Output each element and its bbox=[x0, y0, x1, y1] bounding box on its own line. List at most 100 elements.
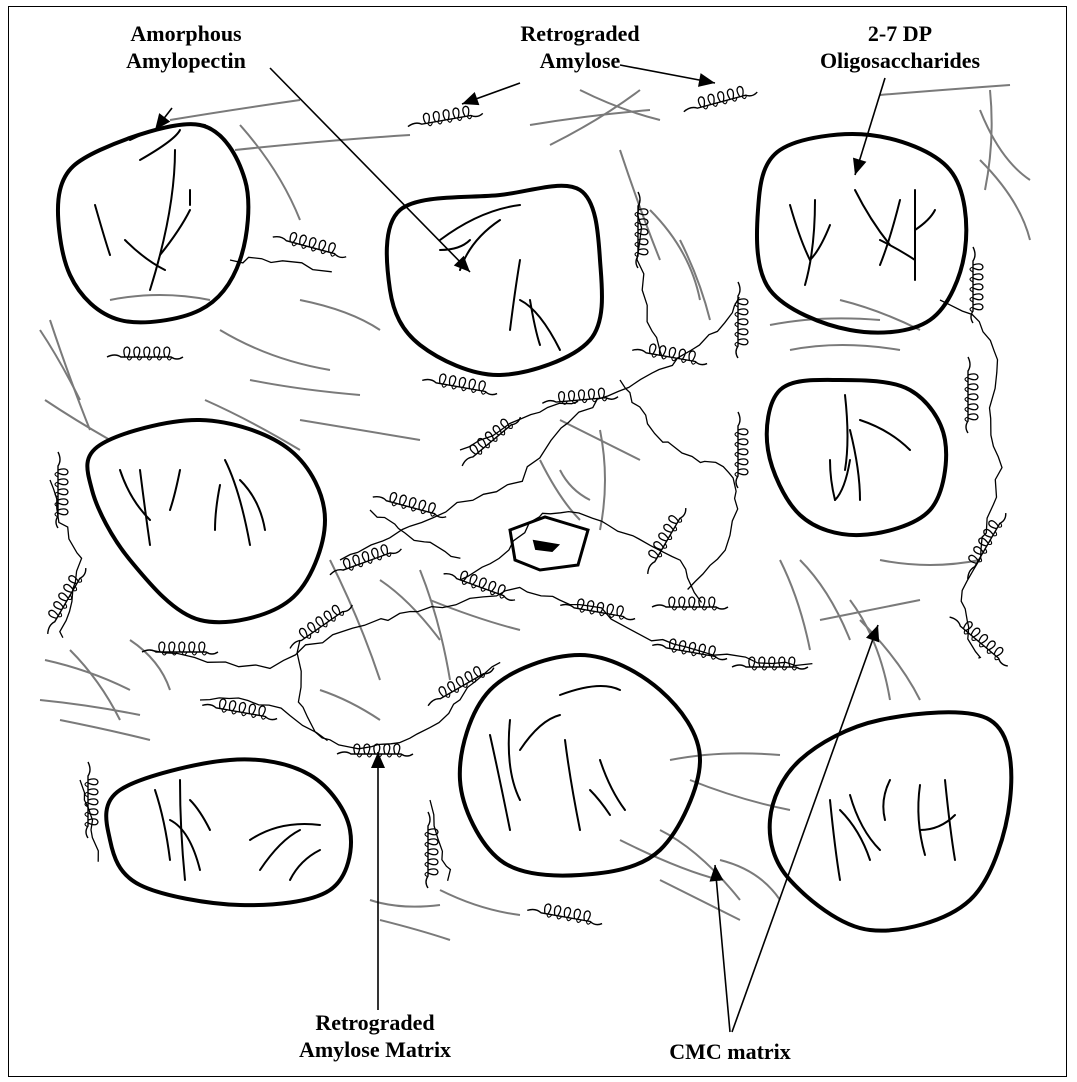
helix-loop bbox=[669, 597, 675, 607]
amylose-helix bbox=[681, 82, 758, 114]
helix-loop bbox=[159, 642, 165, 652]
helix-loop bbox=[606, 604, 614, 615]
amylopectin-branch bbox=[530, 300, 540, 345]
helix-loop bbox=[58, 509, 68, 515]
amylopectin-branch bbox=[850, 795, 880, 850]
amylose-helix bbox=[327, 539, 403, 577]
helix-loop bbox=[443, 109, 451, 120]
helix-loop bbox=[389, 492, 397, 503]
amylopectin-branch bbox=[883, 780, 890, 820]
cmc-strand bbox=[60, 720, 150, 740]
amylopectin-granules bbox=[58, 124, 1011, 931]
helix-loop bbox=[88, 779, 98, 785]
helix-loop bbox=[394, 744, 400, 754]
granule-outline bbox=[770, 712, 1012, 930]
amylose-helix bbox=[107, 347, 183, 360]
amylopectin-branch bbox=[600, 760, 625, 810]
amylopectin-branch bbox=[170, 470, 180, 510]
helix-loop bbox=[459, 377, 467, 388]
arrow-head bbox=[462, 92, 479, 105]
cmc-strand bbox=[670, 753, 780, 760]
amylopectin-branch bbox=[95, 205, 110, 255]
amylopectin-granule bbox=[87, 420, 325, 622]
helix-loop bbox=[659, 345, 667, 356]
helix-loop bbox=[738, 459, 748, 465]
cmc-strand bbox=[880, 560, 980, 565]
amylopectin-branch bbox=[805, 200, 815, 285]
arrow-line bbox=[715, 865, 730, 1032]
cmc-strand bbox=[50, 320, 90, 430]
helix-loop bbox=[134, 347, 140, 357]
callout-arrow bbox=[710, 865, 731, 1032]
amylose-helix bbox=[406, 104, 483, 130]
cmc-strand bbox=[380, 580, 440, 640]
amylose-helix bbox=[652, 597, 728, 610]
helix-loop bbox=[738, 439, 748, 445]
helix-loop bbox=[717, 91, 725, 102]
helix-backbone bbox=[46, 567, 87, 635]
label-retrograded-amylose-matrix: Retrograded Amylose Matrix bbox=[280, 1009, 470, 1063]
amylopectin-branch bbox=[830, 800, 840, 880]
cmc-strand bbox=[430, 600, 520, 630]
helix-loop bbox=[88, 789, 98, 795]
helix-loop bbox=[239, 702, 247, 713]
amylopectin-branch bbox=[130, 124, 205, 140]
helix-loop bbox=[258, 705, 266, 716]
helix-loop bbox=[638, 249, 648, 255]
amylose-helix bbox=[456, 409, 523, 468]
helix-loop bbox=[679, 597, 685, 607]
helix-loop bbox=[468, 379, 476, 390]
amylopectin-branch bbox=[155, 790, 170, 860]
granule-outline bbox=[387, 186, 602, 375]
amylopectin-granule bbox=[58, 124, 248, 322]
label-line: CMC matrix bbox=[650, 1038, 810, 1065]
small-granule-core bbox=[534, 541, 558, 551]
amylopectin-branch bbox=[840, 810, 870, 860]
callout-arrow bbox=[853, 78, 885, 175]
helix-backbone bbox=[646, 507, 687, 575]
cmc-strand bbox=[40, 700, 140, 715]
helix-loop bbox=[968, 374, 978, 380]
amylopectin-granule bbox=[387, 186, 602, 375]
helix-loop bbox=[973, 284, 983, 290]
label-line: Amylose bbox=[500, 47, 660, 74]
amylopectin-branch bbox=[215, 485, 220, 530]
helix-loop bbox=[736, 86, 744, 97]
helix-loop bbox=[497, 584, 506, 595]
amylopectin-branch bbox=[520, 715, 560, 750]
amylose-helix bbox=[425, 812, 438, 888]
amylopectin-branch bbox=[845, 395, 848, 470]
callout-arrows bbox=[155, 65, 885, 1032]
cmc-strand bbox=[235, 135, 410, 150]
helix-loop bbox=[689, 597, 695, 607]
callout-arrow bbox=[371, 752, 385, 1010]
helix-loop bbox=[727, 88, 735, 99]
helix-loop bbox=[749, 657, 755, 667]
cmc-strand bbox=[985, 90, 992, 190]
amylose-helix bbox=[965, 357, 978, 433]
helix-loop bbox=[578, 390, 585, 400]
helix-loop bbox=[478, 577, 487, 588]
cmc-strand bbox=[250, 380, 360, 395]
helix-loop bbox=[399, 494, 407, 505]
callout-arrow bbox=[462, 83, 520, 105]
helix-backbone bbox=[461, 416, 522, 468]
retrograded-amylose-helices bbox=[39, 82, 1014, 926]
helix-loop bbox=[738, 319, 748, 325]
cmc-strand bbox=[780, 560, 810, 650]
amylopectin-branch bbox=[565, 740, 580, 830]
helix-loop bbox=[164, 347, 170, 357]
helix-loop bbox=[709, 597, 715, 607]
amylose-helix bbox=[632, 341, 709, 367]
cmc-strand bbox=[300, 420, 420, 440]
amylose-helix bbox=[337, 744, 413, 757]
amylopectin-branch bbox=[260, 830, 300, 870]
helix-loop bbox=[669, 347, 677, 358]
helix-loop bbox=[698, 96, 706, 107]
helix-loop bbox=[179, 642, 185, 652]
helix-loop bbox=[973, 304, 983, 310]
helix-loop bbox=[738, 339, 748, 345]
helix-loop bbox=[299, 234, 307, 245]
helix-loop bbox=[439, 373, 447, 384]
cmc-strand bbox=[800, 560, 850, 640]
